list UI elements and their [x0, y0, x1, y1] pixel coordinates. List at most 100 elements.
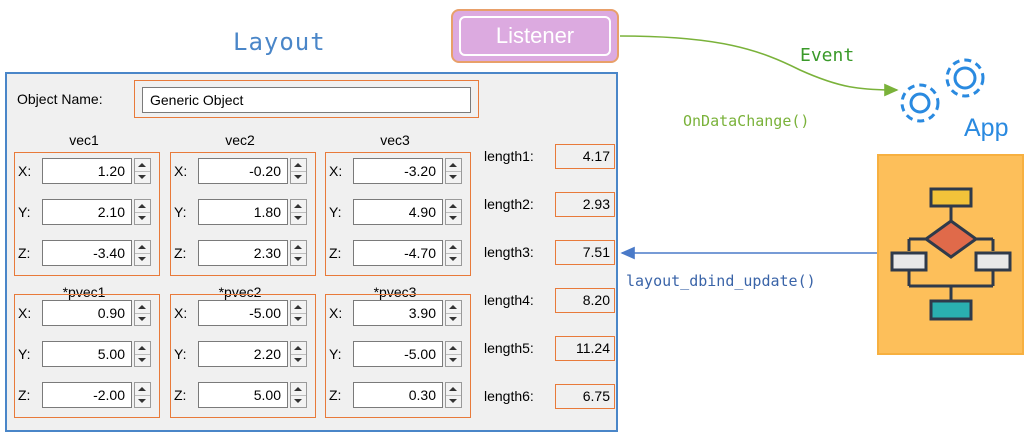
spin-button[interactable] — [290, 382, 307, 408]
axis-label-z: Z: — [18, 245, 31, 261]
spin-up-icon[interactable] — [446, 301, 461, 314]
vector-y-input[interactable]: 5.00 — [42, 341, 132, 367]
spin-up-icon[interactable] — [291, 159, 306, 172]
object-name-input[interactable]: Generic Object — [142, 87, 471, 113]
spin-down-icon[interactable] — [291, 395, 306, 407]
spin-down-icon[interactable] — [446, 313, 461, 325]
spin-down-icon[interactable] — [291, 171, 306, 183]
length-label: length1: — [484, 148, 534, 164]
gear-icon — [900, 58, 985, 123]
axis-label-x: X: — [329, 305, 343, 321]
spin-down-icon[interactable] — [446, 253, 461, 265]
vector-z-input[interactable]: 0.30 — [353, 382, 443, 408]
dbind-update-label: layout_dbind_update() — [626, 272, 816, 290]
spin-up-icon[interactable] — [446, 159, 461, 172]
spin-button[interactable] — [445, 240, 462, 266]
axis-label-z: Z: — [174, 387, 187, 403]
axis-label-z: Z: — [18, 387, 31, 403]
app-label: App — [964, 114, 1009, 142]
spin-button[interactable] — [134, 199, 151, 225]
vector-x-input[interactable]: 3.90 — [353, 300, 443, 326]
spin-down-icon[interactable] — [291, 212, 306, 224]
spin-button[interactable] — [134, 341, 151, 367]
vector-z-input[interactable]: -3.40 — [42, 240, 132, 266]
spin-up-icon[interactable] — [446, 200, 461, 213]
spin-down-icon[interactable] — [135, 395, 150, 407]
length-label: length6: — [484, 388, 534, 404]
spin-up-icon[interactable] — [291, 342, 306, 355]
spin-button[interactable] — [290, 158, 307, 184]
vector-y-input[interactable]: 2.20 — [198, 341, 288, 367]
vector-y-input[interactable]: 1.80 — [198, 199, 288, 225]
spin-down-icon[interactable] — [291, 313, 306, 325]
vector-y-input[interactable]: 4.90 — [353, 199, 443, 225]
spin-button[interactable] — [134, 240, 151, 266]
layout-title: Layout — [233, 28, 326, 56]
vector-x-input[interactable]: 0.90 — [42, 300, 132, 326]
spin-button[interactable] — [134, 158, 151, 184]
spin-down-icon[interactable] — [135, 171, 150, 183]
spin-down-icon[interactable] — [446, 395, 461, 407]
length-value: 4.17 — [555, 144, 615, 169]
spin-button[interactable] — [290, 341, 307, 367]
spin-up-icon[interactable] — [291, 241, 306, 254]
spin-button[interactable] — [445, 158, 462, 184]
spin-up-icon[interactable] — [135, 159, 150, 172]
length-label: length5: — [484, 340, 534, 356]
spin-down-icon[interactable] — [291, 253, 306, 265]
spin-up-icon[interactable] — [135, 301, 150, 314]
spin-down-icon[interactable] — [135, 212, 150, 224]
spin-down-icon[interactable] — [446, 171, 461, 183]
event-label: Event — [800, 45, 855, 66]
spin-up-icon[interactable] — [135, 200, 150, 213]
length-value: 6.75 — [555, 384, 615, 409]
length-value: 7.51 — [555, 240, 615, 265]
spin-button[interactable] — [290, 199, 307, 225]
flowchart-panel — [877, 154, 1024, 355]
vector-z-input[interactable]: -4.70 — [353, 240, 443, 266]
spin-up-icon[interactable] — [446, 241, 461, 254]
vector-group-highlight — [170, 152, 316, 276]
spin-button[interactable] — [445, 300, 462, 326]
spin-button[interactable] — [445, 341, 462, 367]
spin-down-icon[interactable] — [446, 212, 461, 224]
length-value: 11.24 — [555, 336, 615, 361]
axis-label-x: X: — [174, 163, 188, 179]
spin-down-icon[interactable] — [135, 313, 150, 325]
spin-up-icon[interactable] — [291, 301, 306, 314]
vector-y-input[interactable]: -5.00 — [353, 341, 443, 367]
spin-up-icon[interactable] — [291, 200, 306, 213]
vector-x-input[interactable]: -0.20 — [198, 158, 288, 184]
vector-group-highlight — [325, 294, 471, 418]
spin-up-icon[interactable] — [291, 383, 306, 396]
spin-up-icon[interactable] — [135, 383, 150, 396]
vector-x-input[interactable]: 1.20 — [42, 158, 132, 184]
spin-down-icon[interactable] — [446, 354, 461, 366]
vector-z-input[interactable]: 5.00 — [198, 382, 288, 408]
spin-button[interactable] — [134, 300, 151, 326]
vector-x-input[interactable]: -3.20 — [353, 158, 443, 184]
vector-group-highlight — [14, 294, 160, 418]
spin-up-icon[interactable] — [446, 342, 461, 355]
vector-group-highlight — [14, 152, 160, 276]
axis-label-y: Y: — [18, 204, 31, 220]
spin-button[interactable] — [290, 300, 307, 326]
vector-y-input[interactable]: 2.10 — [42, 199, 132, 225]
spin-up-icon[interactable] — [446, 383, 461, 396]
spin-down-icon[interactable] — [135, 354, 150, 366]
vector-z-input[interactable]: -2.00 — [42, 382, 132, 408]
vector-x-input[interactable]: -5.00 — [198, 300, 288, 326]
length-label: length2: — [484, 196, 534, 212]
spin-down-icon[interactable] — [291, 354, 306, 366]
spin-button[interactable] — [290, 240, 307, 266]
spin-up-icon[interactable] — [135, 342, 150, 355]
spin-up-icon[interactable] — [135, 241, 150, 254]
axis-label-y: Y: — [174, 204, 187, 220]
vector-z-input[interactable]: 2.30 — [198, 240, 288, 266]
spin-button[interactable] — [445, 199, 462, 225]
spin-button[interactable] — [445, 382, 462, 408]
spin-button[interactable] — [134, 382, 151, 408]
axis-label-x: X: — [174, 305, 188, 321]
spin-down-icon[interactable] — [135, 253, 150, 265]
